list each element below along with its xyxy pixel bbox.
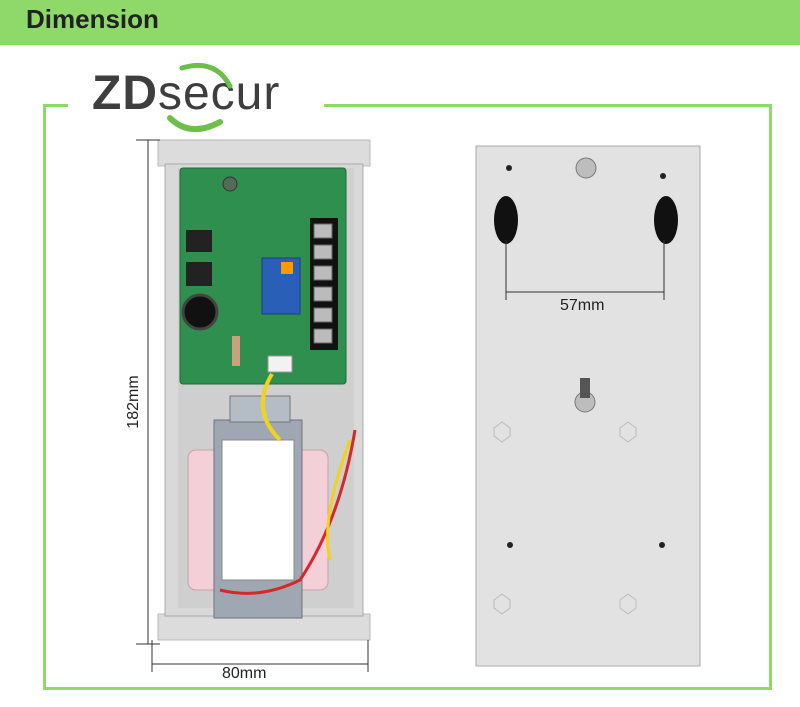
closed-enclosure-back — [475, 145, 701, 667]
brand-logo: ZDsecur — [92, 66, 280, 121]
content-frame — [43, 104, 772, 690]
transformer — [187, 395, 329, 619]
logo-background — [68, 58, 324, 150]
open-enclosure-illustration — [157, 139, 371, 641]
header-bar — [0, 0, 800, 45]
height-dimension-label: 182mm — [125, 375, 142, 429]
width-dimension-label: 80mm — [222, 665, 267, 682]
page-title: Dimension — [26, 4, 159, 34]
pcb-board — [179, 167, 347, 385]
logo-swoosh-icon — [167, 62, 233, 132]
dimension-lines-right — [505, 240, 665, 300]
hole-spacing-label: 57mm — [560, 297, 605, 314]
logo-secur-text: secur — [157, 67, 281, 120]
dimension-lines-left — [136, 139, 369, 672]
logo-zd-text: ZD — [92, 67, 158, 120]
